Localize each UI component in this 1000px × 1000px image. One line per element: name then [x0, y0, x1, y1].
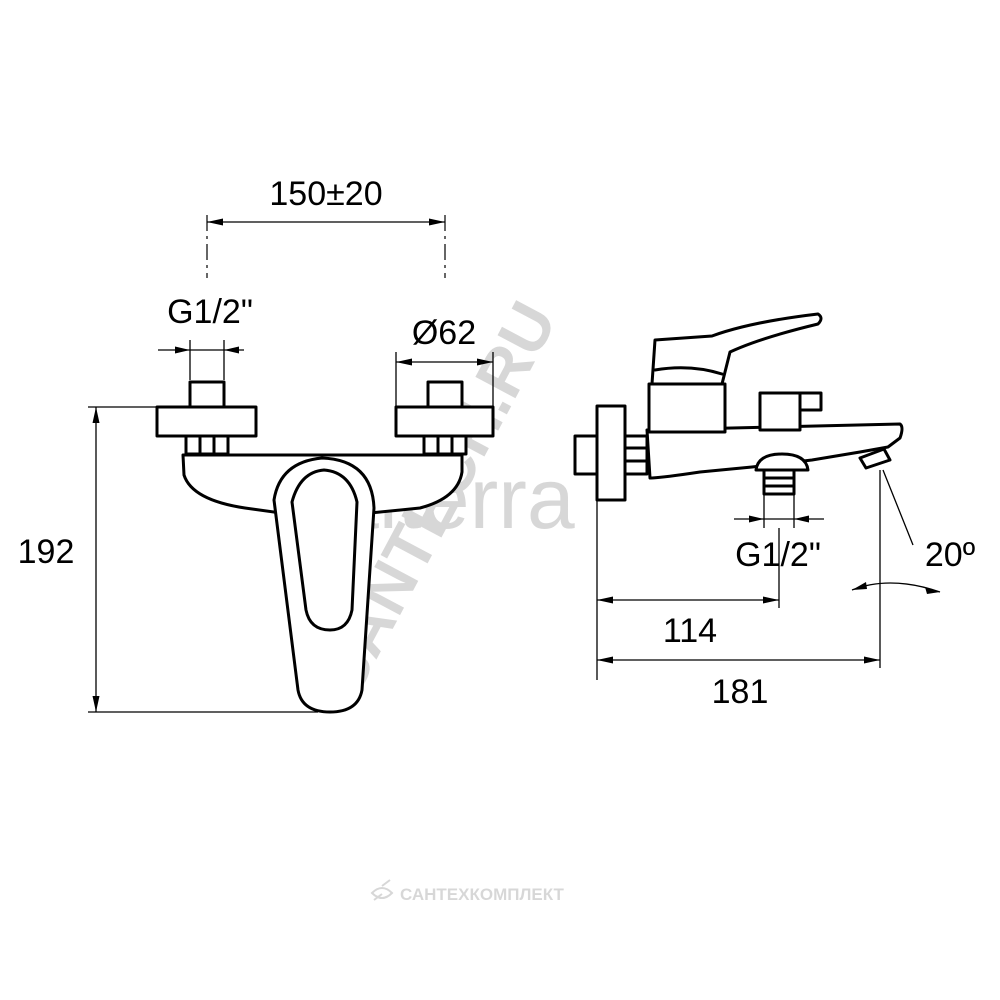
lever-handle-side-detail	[653, 366, 724, 376]
right-nut	[422, 434, 468, 456]
arrowhead	[92, 696, 100, 712]
footer-watermark: САНТЕХКОМПЛЕКТ	[400, 885, 565, 904]
lever-handle-front	[272, 456, 376, 714]
arrowhead	[175, 346, 190, 354]
arrowhead	[597, 656, 613, 664]
arrowhead	[396, 358, 412, 366]
arrowhead	[224, 346, 239, 354]
arrowhead	[852, 582, 867, 590]
side-view: G1/2" 114 181 20º	[573, 312, 975, 711]
spout-angle-line	[882, 469, 914, 546]
spout-angle-label: 20º	[925, 536, 975, 574]
arrowhead	[207, 218, 223, 226]
arrowhead	[477, 358, 493, 366]
side-inlet-stub	[573, 434, 599, 476]
spout-aerator	[858, 447, 892, 470]
arrowhead	[864, 656, 880, 664]
arrowhead	[92, 407, 100, 423]
footer-logo: САНТЕХКОМПЛЕКТ	[370, 879, 565, 904]
diverter-cap	[798, 391, 823, 412]
outlet-stub	[762, 468, 796, 496]
arrowhead	[749, 515, 764, 523]
front-view: 150±20 G1/2" Ø62	[18, 175, 495, 714]
left-flange	[155, 405, 258, 438]
arrowhead	[429, 218, 445, 226]
arrowhead	[925, 587, 940, 594]
inlet-thread-label: G1/2"	[167, 293, 253, 331]
diverter-knob	[758, 391, 802, 432]
spout-distance-label: 181	[712, 673, 769, 711]
outlet-thread-label: G1/2"	[735, 536, 821, 574]
right-flange	[394, 405, 495, 438]
lever-handle-side	[650, 312, 823, 386]
mixer-body-side	[645, 422, 904, 480]
arrowhead	[794, 515, 809, 523]
left-eccentric	[155, 380, 258, 456]
right-eccentric	[394, 380, 495, 456]
right-inlet-stub	[426, 380, 464, 410]
arrowhead	[763, 596, 779, 604]
side-nut	[623, 434, 649, 476]
outlet-distance-label: 114	[663, 612, 717, 650]
height-label: 192	[18, 533, 75, 571]
footer-logo-icon	[370, 879, 394, 901]
left-inlet-stub	[188, 380, 226, 410]
left-nut	[184, 434, 230, 456]
arrowhead	[597, 596, 613, 604]
flange-diameter-label: Ø62	[412, 314, 476, 352]
inlet-spacing-label: 150±20	[269, 175, 382, 213]
side-flange	[595, 404, 627, 502]
cartridge-housing	[647, 382, 727, 434]
outlet-union	[754, 452, 810, 472]
lever-handle-inset	[290, 468, 359, 632]
